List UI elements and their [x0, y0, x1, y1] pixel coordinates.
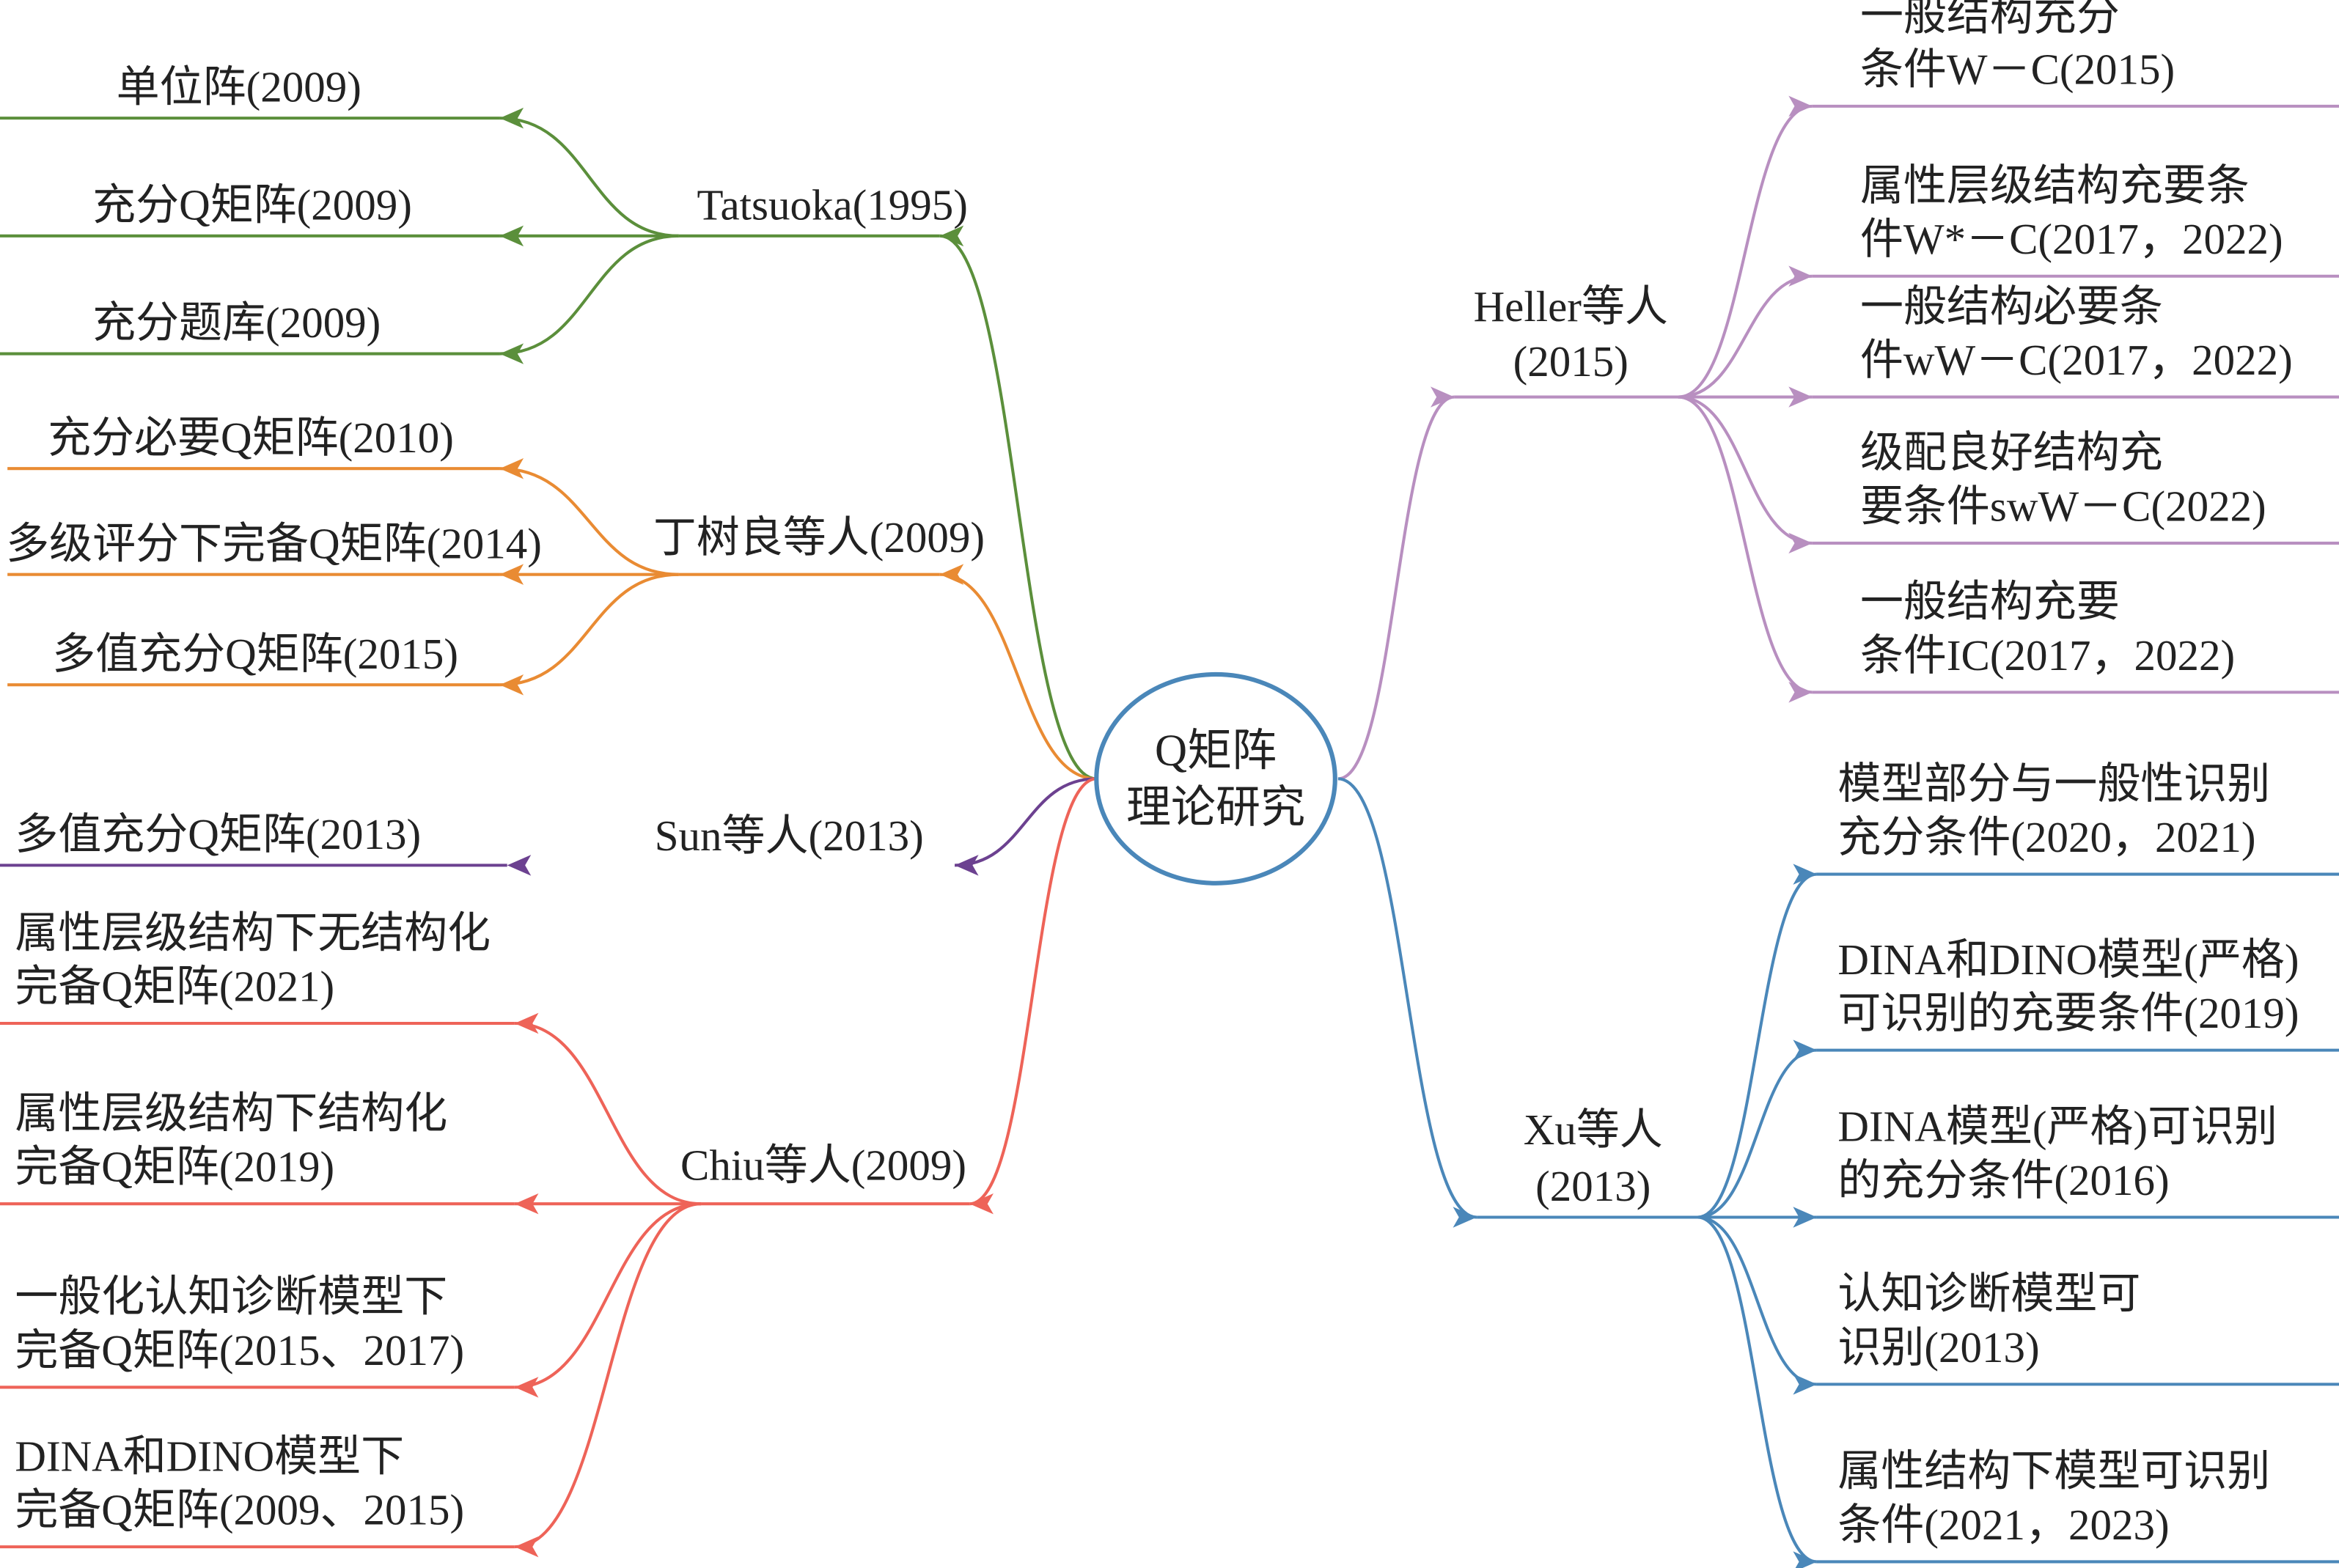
connector-xu — [1337, 777, 1477, 1219]
connector-ding — [939, 573, 1097, 781]
leaf-label: 模型部分与一般性识别 — [1837, 759, 2270, 808]
branch-label-tatsuoka: Tatsuoka(1995) — [697, 180, 968, 229]
leaf-label: 级配良好结构充 — [1860, 428, 2163, 476]
arrow-icon — [1793, 864, 1817, 885]
leaf-connector — [499, 467, 679, 576]
leaf-label: 一般结构必要条 — [1860, 282, 2163, 331]
leaf-label: 充分条件(2020，2021) — [1837, 813, 2255, 861]
leaf-label: 充分必要Q矩阵(2010) — [48, 413, 454, 462]
leaf-label: 多级评分下完备Q矩阵(2014) — [6, 519, 542, 567]
leaf-label: 完备Q矩阵(2015、2017) — [15, 1326, 464, 1374]
arrow-icon — [499, 564, 524, 585]
arrow-icon — [1788, 265, 1813, 287]
leaf-label: 条件W－C(2015) — [1860, 45, 2175, 93]
arrow-icon — [507, 855, 532, 876]
leaf-label: 充分Q矩阵(2009) — [92, 180, 412, 229]
branch-label-heller: (2015) — [1513, 337, 1629, 386]
connector-sun — [955, 777, 1097, 867]
arrow-icon — [1793, 1039, 1817, 1061]
leaf-label: 一般结构充要 — [1860, 578, 2120, 626]
arrow-icon — [1793, 1374, 1817, 1395]
connector-heller — [1337, 395, 1455, 781]
arrow-icon — [514, 1012, 539, 1034]
center-title-line1: Q矩阵 — [1155, 726, 1277, 776]
leaf-connector — [1678, 104, 1813, 399]
leaf-connector — [514, 1202, 702, 1389]
leaf-connector — [1678, 274, 1813, 399]
connector-tatsuoka — [939, 234, 1097, 781]
leaf-label: 条件(2021，2023) — [1837, 1501, 2169, 1549]
leaf-label: 件wW－C(2017，2022) — [1860, 336, 2293, 384]
arrow-icon — [1788, 682, 1813, 703]
leaf-label: 要条件swW－C(2022) — [1860, 482, 2266, 530]
leaf-connector — [499, 573, 679, 687]
leaf-label: DINA和DINO模型下 — [15, 1432, 404, 1480]
arrow-icon — [499, 225, 524, 247]
arrow-icon — [499, 457, 524, 479]
leaf-connector — [499, 117, 679, 238]
leaf-label: 可识别的充要条件(2019) — [1837, 989, 2299, 1037]
leaf-label: DINA模型(严格)可识别 — [1837, 1103, 2277, 1151]
arrow-icon — [955, 855, 979, 876]
arrow-icon — [1453, 1207, 1477, 1228]
leaf-connector — [1697, 1215, 1817, 1386]
leaf-connector — [1678, 395, 1813, 545]
leaf-label: 识别(2013) — [1837, 1323, 2039, 1372]
leaf-label: 属性层级结构下结构化 — [15, 1089, 447, 1137]
arrow-icon — [939, 225, 964, 247]
arrow-icon — [1431, 386, 1455, 408]
branch-label-ding: 丁树良等人(2009) — [653, 513, 985, 562]
leaf-label: 完备Q矩阵(2021) — [15, 962, 334, 1011]
arrow-icon — [969, 1193, 994, 1215]
arrow-icon — [499, 107, 524, 129]
leaf-connector — [514, 1021, 702, 1206]
branch-label-heller: Heller等人 — [1474, 282, 1668, 331]
arrow-icon — [1793, 1207, 1817, 1228]
leaf-label: 属性结构下模型可识别 — [1837, 1447, 2270, 1495]
leaf-label: 单位阵(2009) — [117, 63, 361, 111]
branch-label-xu: (2013) — [1535, 1162, 1650, 1210]
leaf-label: 属性层级结构下无结构化 — [15, 908, 491, 957]
leaf-connector — [514, 1202, 702, 1549]
arrow-icon — [514, 1193, 539, 1215]
leaf-label: 充分题库(2009) — [92, 298, 381, 347]
arrow-icon — [1788, 386, 1813, 408]
leaf-label: 多值充分Q矩阵(2013) — [15, 810, 421, 858]
leaf-label: 一般结构充分 — [1860, 0, 2120, 40]
leaf-connector — [1697, 872, 1818, 1219]
branch-label-chiu: Chiu等人(2009) — [680, 1141, 966, 1190]
arrow-icon — [499, 343, 524, 364]
arrow-icon — [499, 674, 524, 696]
leaf-label: 件W*－C(2017，2022) — [1860, 215, 2283, 263]
leaf-label: 认知诊断模型可 — [1837, 1270, 2140, 1318]
branch-label-sun: Sun等人(2013) — [655, 811, 924, 860]
arrow-icon — [1788, 532, 1813, 554]
arrow-icon — [1788, 95, 1813, 117]
leaf-connector — [499, 234, 679, 356]
arrow-icon — [514, 1536, 539, 1558]
connector-chiu — [969, 777, 1097, 1206]
leaf-label: DINA和DINO模型(严格) — [1837, 935, 2299, 984]
leaf-label: 条件IC(2017，2022) — [1860, 631, 2235, 680]
leaf-connector — [1678, 395, 1813, 694]
leaf-connector — [1697, 1048, 1817, 1219]
leaf-connector — [1697, 1215, 1818, 1564]
leaf-label: 属性层级结构充要条 — [1860, 161, 2250, 210]
arrow-icon — [939, 564, 964, 585]
leaf-label: 多值充分Q矩阵(2015) — [52, 630, 458, 678]
arrow-icon — [514, 1377, 539, 1398]
branch-label-xu: Xu等人 — [1524, 1105, 1663, 1154]
center-title-line2: 理论研究 — [1126, 783, 1305, 832]
arrow-icon — [1793, 1551, 1817, 1568]
center-node — [1094, 671, 1337, 886]
leaf-label: 的充分条件(2016) — [1837, 1156, 2169, 1204]
leaf-label: 一般化认知诊断模型下 — [15, 1273, 447, 1321]
leaf-label: 完备Q矩阵(2019) — [15, 1143, 334, 1191]
leaf-label: 完备Q矩阵(2009、2015) — [15, 1486, 464, 1534]
